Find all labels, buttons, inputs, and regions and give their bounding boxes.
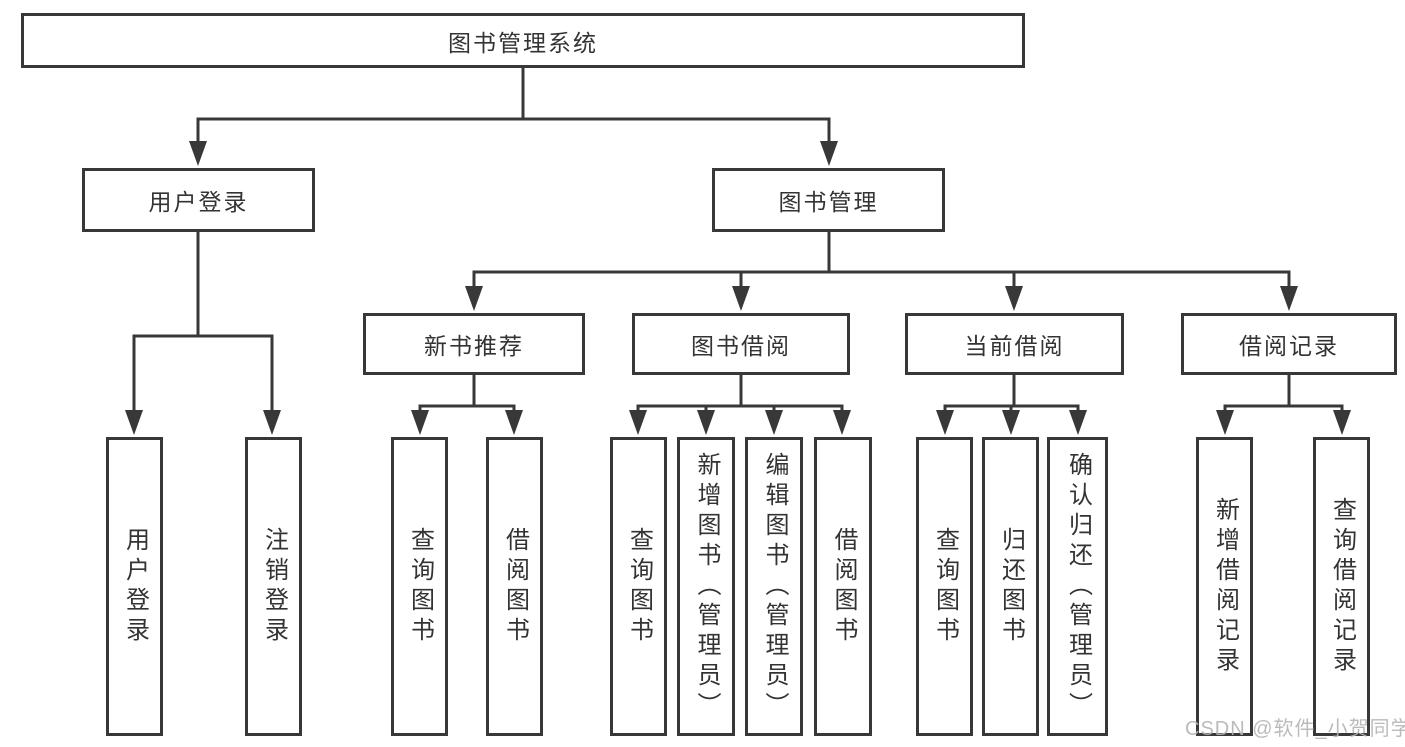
node-leaf-logout: 注销登录: [245, 437, 302, 736]
node-leaf-logout-label: 注销登录: [260, 526, 288, 647]
node-leaf-query-books-current: 查询图书: [916, 437, 973, 736]
arrowhead: [1216, 410, 1234, 435]
node-book-borrowing-label: 图书借阅: [691, 333, 791, 359]
arrowhead: [505, 410, 523, 435]
node-borrowing-records-label: 借阅记录: [1239, 333, 1339, 359]
arrowhead: [765, 410, 783, 435]
arrowhead: [629, 410, 647, 435]
arrowhead: [1280, 286, 1298, 311]
node-new-book-recommend: 新书推荐: [363, 313, 585, 375]
node-leaf-confirm-return-admin: 确认归还（管理员）: [1047, 437, 1108, 736]
node-leaf-borrow-books-recommend-label: 借阅图书: [501, 526, 529, 647]
node-leaf-add-books-admin: 新增图书（管理员）: [677, 437, 735, 736]
arrowhead: [1005, 286, 1023, 311]
arrowhead: [1069, 410, 1087, 435]
node-leaf-add-borrow-record: 新增借阅记录: [1196, 437, 1253, 736]
node-leaf-query-borrow-record-label: 查询借阅记录: [1328, 496, 1356, 677]
node-borrowing-records: 借阅记录: [1181, 313, 1397, 375]
arrowhead: [732, 286, 750, 311]
node-leaf-query-borrow-record: 查询借阅记录: [1313, 437, 1370, 736]
connector-newbook-children: [418, 404, 516, 430]
arrowhead: [936, 410, 954, 435]
node-leaf-user-login-label: 用户登录: [121, 526, 149, 647]
connector-paths: [132, 68, 1344, 430]
node-root-label: 图书管理系统: [448, 29, 598, 56]
arrowhead: [189, 141, 207, 166]
node-current-borrowing-label: 当前借阅: [964, 333, 1065, 359]
node-leaf-query-books-borrow: 查询图书: [610, 437, 667, 736]
node-leaf-query-books-recommend: 查询图书: [391, 437, 448, 736]
node-leaf-user-login: 用户登录: [106, 437, 163, 736]
arrowhead: [411, 410, 429, 435]
connector-borrow-children: [636, 404, 844, 430]
node-user-login: 用户登录: [82, 168, 315, 232]
connector-book-mgmt-children: [472, 270, 1291, 305]
node-leaf-confirm-return-admin-label: 确认归还（管理员）: [1064, 451, 1092, 722]
node-root-library-system: 图书管理系统: [21, 13, 1025, 68]
arrowheads: [125, 141, 1351, 435]
node-book-management: 图书管理: [712, 168, 945, 232]
node-new-book-recommend-label: 新书推荐: [424, 333, 524, 359]
arrowhead: [125, 410, 143, 435]
connector-record-children: [1223, 404, 1344, 430]
arrowhead: [465, 286, 483, 311]
node-leaf-edit-books-admin-label: 编辑图书（管理员）: [761, 451, 788, 722]
node-leaf-edit-books-admin: 编辑图书（管理员）: [745, 437, 803, 736]
node-current-borrowing: 当前借阅: [905, 313, 1124, 375]
node-leaf-add-borrow-record-label: 新增借阅记录: [1211, 496, 1239, 677]
node-leaf-query-books-recommend-label: 查询图书: [406, 526, 434, 647]
arrowhead: [1002, 410, 1020, 435]
arrowhead: [263, 410, 281, 435]
csdn-watermark: CSDN @软件_小贺同学: [1185, 718, 1405, 740]
node-leaf-query-books-borrow-label: 查询图书: [625, 526, 653, 647]
node-leaf-add-books-admin-label: 新增图书（管理员）: [693, 451, 720, 722]
arrowhead: [833, 410, 851, 435]
arrowhead: [1333, 410, 1351, 435]
node-book-management-label: 图书管理: [778, 189, 879, 215]
node-leaf-borrow-books: 借阅图书: [814, 437, 872, 736]
arrowhead: [697, 410, 715, 435]
node-leaf-borrow-books-recommend: 借阅图书: [486, 437, 543, 736]
node-leaf-query-books-current-label: 查询图书: [931, 526, 959, 647]
connector-root-to-level2: [196, 117, 831, 160]
node-leaf-borrow-books-label: 借阅图书: [830, 526, 857, 647]
node-leaf-return-books-label: 归还图书: [997, 526, 1025, 647]
node-user-login-label: 用户登录: [148, 189, 249, 215]
connector-user-login-children: [132, 334, 274, 430]
arrowhead: [820, 141, 838, 166]
node-book-borrowing: 图书借阅: [632, 313, 850, 375]
node-leaf-return-books: 归还图书: [982, 437, 1039, 736]
